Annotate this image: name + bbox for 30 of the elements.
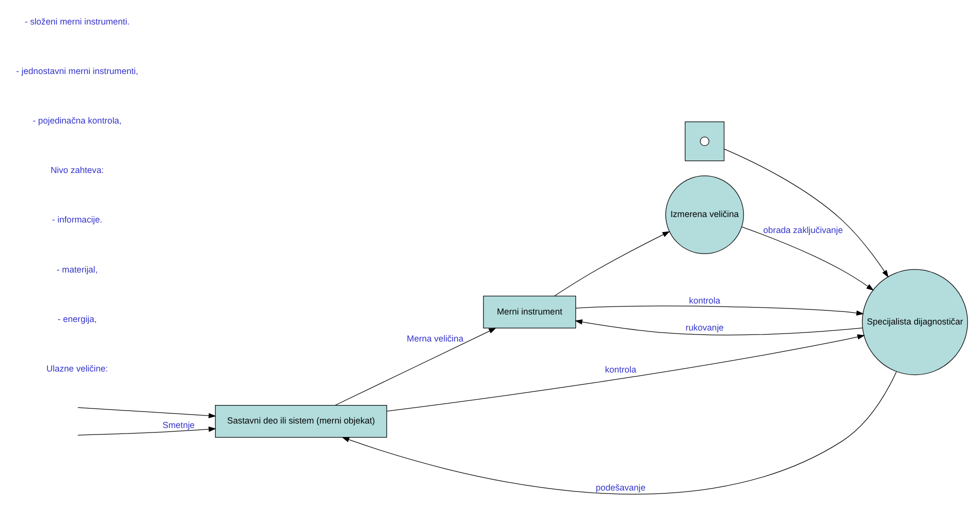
arrow: [574, 319, 863, 336]
cluster: [684, 122, 724, 162]
label: - pojedinačna kontrola,: [32, 116, 122, 126]
arrow: [575, 306, 864, 316]
label: - jednostavni merni instrumenti,: [16, 66, 138, 76]
label: - informacije.: [52, 214, 102, 225]
label: - složeni merni instrumenti.: [24, 16, 130, 26]
edge-label: Merna veličina: [406, 334, 464, 344]
arrow: [342, 371, 897, 494]
arrow: [78, 407, 216, 418]
arrow: [386, 334, 865, 412]
label: - energija,: [58, 314, 97, 324]
arrow: [554, 231, 670, 296]
edge-label: podešavanje: [596, 482, 646, 493]
node-box: Sastavni deo ili sistem (merni objekat): [215, 405, 388, 438]
node-circle: [700, 136, 710, 146]
label: Nivo zahteva:: [50, 165, 104, 176]
edge-label: rukovanje: [686, 322, 724, 332]
arrow: [78, 426, 216, 436]
edge-label: kontrola: [689, 295, 720, 306]
node-box: Merni instrument: [483, 296, 576, 328]
label: Ulazne veličine:: [46, 364, 108, 374]
node-circle: Izmerena veličina: [665, 176, 744, 254]
arrow: [334, 328, 496, 406]
edge-label: obrada zaključivanje: [763, 225, 843, 236]
edge-label: Smetnje: [162, 420, 195, 430]
label: - materijal,: [56, 264, 98, 274]
arrow: [724, 148, 889, 278]
edge-label: kontrola: [605, 364, 636, 374]
arrow: [742, 226, 874, 291]
